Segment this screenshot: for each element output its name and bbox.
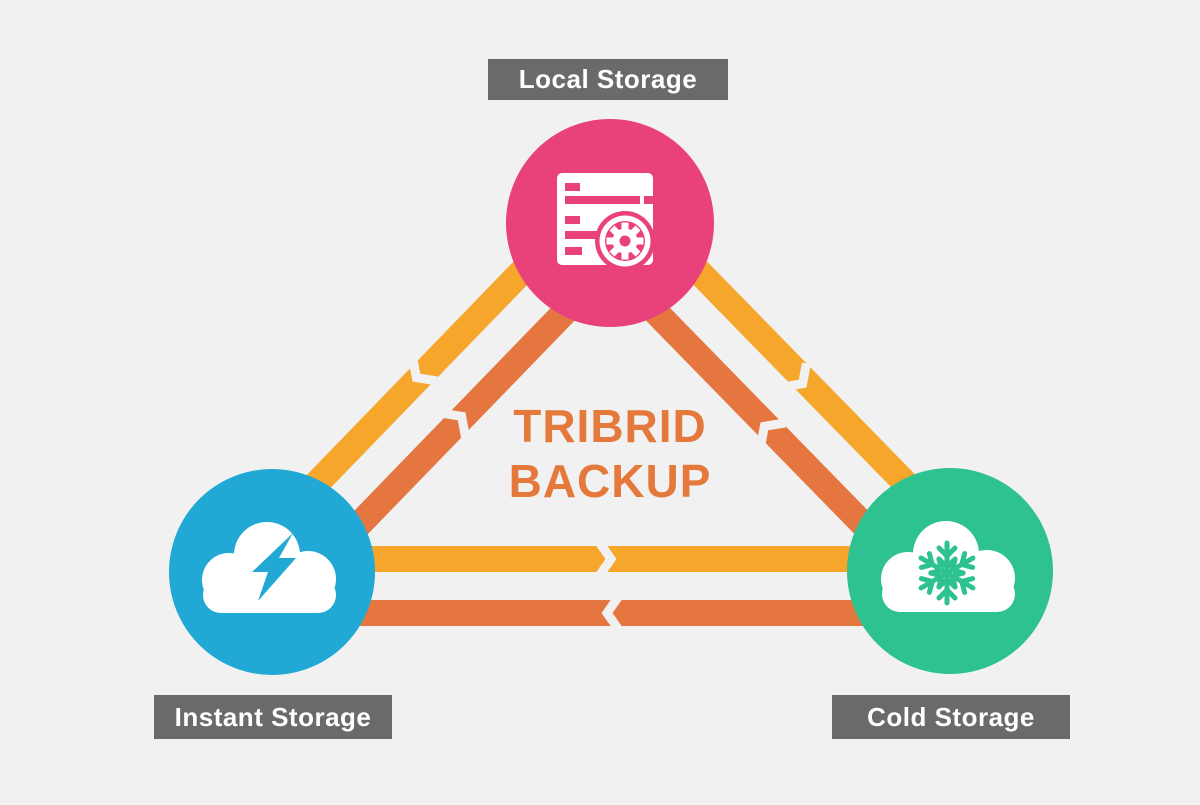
cloud-snowflake-icon bbox=[881, 521, 1015, 612]
arrow-chevron-cold-to-instant-icon bbox=[601, 593, 623, 633]
cold-storage-label-text: Cold Storage bbox=[867, 701, 1035, 732]
arrow-chevron-cold-to-local-icon bbox=[756, 418, 786, 448]
diagram-title: TRIBRID BACKUP bbox=[435, 399, 785, 509]
snowflake-icon bbox=[918, 540, 976, 606]
arrow-chevron-instant-to-cold-icon bbox=[595, 539, 617, 579]
lightning-bolt-icon bbox=[252, 533, 296, 601]
instant-storage-label-text: Instant Storage bbox=[174, 701, 372, 732]
cloud-lightning-icon bbox=[202, 522, 336, 613]
gear-hub bbox=[619, 235, 631, 247]
instant-storage-label: Instant Storage bbox=[154, 695, 392, 739]
arrow-chevron-local-to-instant-icon bbox=[408, 356, 438, 386]
cold-storage-label: Cold Storage bbox=[832, 695, 1070, 739]
arrow-chevron-local-to-cold-icon bbox=[781, 362, 811, 392]
arrow-chevrons bbox=[408, 356, 811, 633]
arrow-chevron-instant-to-local-icon bbox=[440, 408, 470, 438]
local-storage-label-text: Local Storage bbox=[518, 64, 698, 94]
diagram-title-line2: BACKUP bbox=[508, 455, 712, 507]
diagram-title-line1: TRIBRID bbox=[513, 400, 707, 452]
server-gear-icon bbox=[557, 173, 655, 271]
gear-icon bbox=[606, 222, 644, 260]
local-storage-label: Local Storage bbox=[488, 59, 728, 100]
